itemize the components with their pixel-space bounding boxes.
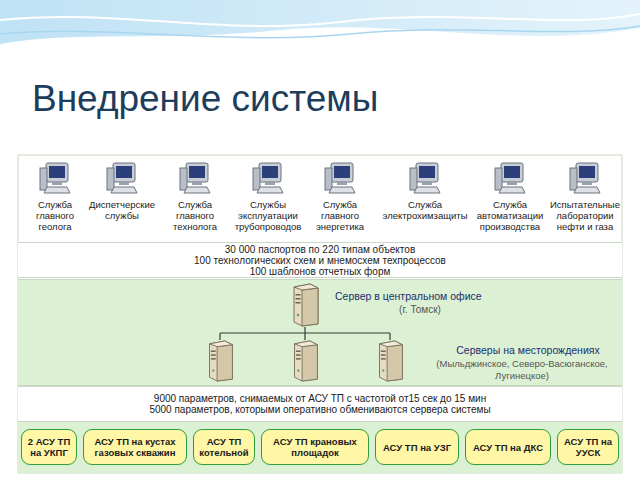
- text-holder: (Мыльджинское, Северо-Васюганское, Лугин…: [424, 358, 620, 382]
- workstation-icons: [40, 163, 600, 193]
- node-text: 5000 параметров, которыми оперативно обм…: [149, 404, 490, 415]
- network-line: [220, 327, 390, 340]
- node-text: (г. Томск): [335, 304, 505, 316]
- header-wave-line: [0, 26, 640, 38]
- header-wave-line: [0, 14, 640, 26]
- server-icon: [295, 341, 318, 381]
- node-text: АСУ ТП на ДКС: [473, 442, 543, 453]
- system-pill: 2 АСУ ТП на УКПГ: [21, 429, 77, 465]
- service-label: Служба главного геолога: [25, 199, 85, 232]
- node-text: 9000 параметров, снимаемых от АСУ ТП с ч…: [154, 393, 486, 404]
- node-text: Сервер в центральном офисе: [335, 290, 535, 302]
- server-band: Сервер в центральном офисе (г. Томск) Серв…: [18, 279, 622, 386]
- system-pill: АСУ ТП на кустах газовых скважин: [83, 429, 187, 465]
- system-pill: АСУ ТП котельной: [193, 429, 255, 465]
- header-wave: [0, 0, 640, 44]
- service-label: Служба главного технолога: [165, 199, 225, 232]
- server-tree: [210, 284, 403, 381]
- service-label: Служба электрохимзащиты: [379, 199, 471, 221]
- service-label: Службы эксплуатации трубопроводов: [229, 199, 307, 232]
- node-text: АСУ ТП на кустах газовых скважин: [87, 436, 183, 458]
- system-pill: АСУ ТП на УУСК: [557, 429, 619, 465]
- node-text: АСУ ТП на УУСК: [561, 436, 615, 458]
- node-text: АСУ ТП котельной: [197, 436, 251, 458]
- bottom-band: [18, 422, 622, 473]
- system-pill: АСУ ТП крановых площадок: [261, 429, 369, 465]
- service-label: Служба автоматизации производства: [471, 199, 549, 232]
- node-text: Серверы на месторождениях: [436, 344, 620, 356]
- info-band: 9000 параметров, снимаемых от АСУ ТП с ч…: [18, 386, 622, 422]
- diagram-frame: [18, 155, 622, 473]
- server-icon: [294, 284, 318, 326]
- node-text: АСУ ТП крановых площадок: [265, 436, 365, 458]
- text-holder: Серверы на месторождениях: [436, 344, 620, 356]
- system-pill: АСУ ТП на ДКС: [465, 429, 551, 465]
- node-text: (Мыльджинское, Северо-Васюганское, Лугин…: [424, 358, 620, 382]
- slide-title: Внедрение системы: [32, 78, 378, 120]
- server-icon: [380, 341, 403, 381]
- service-label: Диспетчерские службы: [88, 199, 156, 221]
- server-icon: [210, 341, 233, 381]
- node-text: АСУ ТП на УЗГ: [383, 442, 451, 453]
- node-text: 100 шаблонов отчетных форм: [250, 266, 391, 277]
- node-text: 100 технологических схем и мнемосхем тех…: [194, 255, 446, 266]
- text-holder: Сервер в центральном офисе: [335, 290, 535, 302]
- service-label: Служба главного энергетика: [309, 199, 371, 232]
- system-pill: АСУ ТП на УЗГ: [375, 429, 459, 465]
- text-holder: (г. Томск): [335, 304, 505, 316]
- node-text: 30 000 паспортов по 220 типам объектов: [225, 244, 415, 255]
- info-band: 30 000 паспортов по 220 типам объектов10…: [18, 242, 622, 278]
- node-text: 2 АСУ ТП на УКПГ: [25, 436, 73, 458]
- service-label: Испытательные лаборатории нефти и газа: [543, 199, 627, 232]
